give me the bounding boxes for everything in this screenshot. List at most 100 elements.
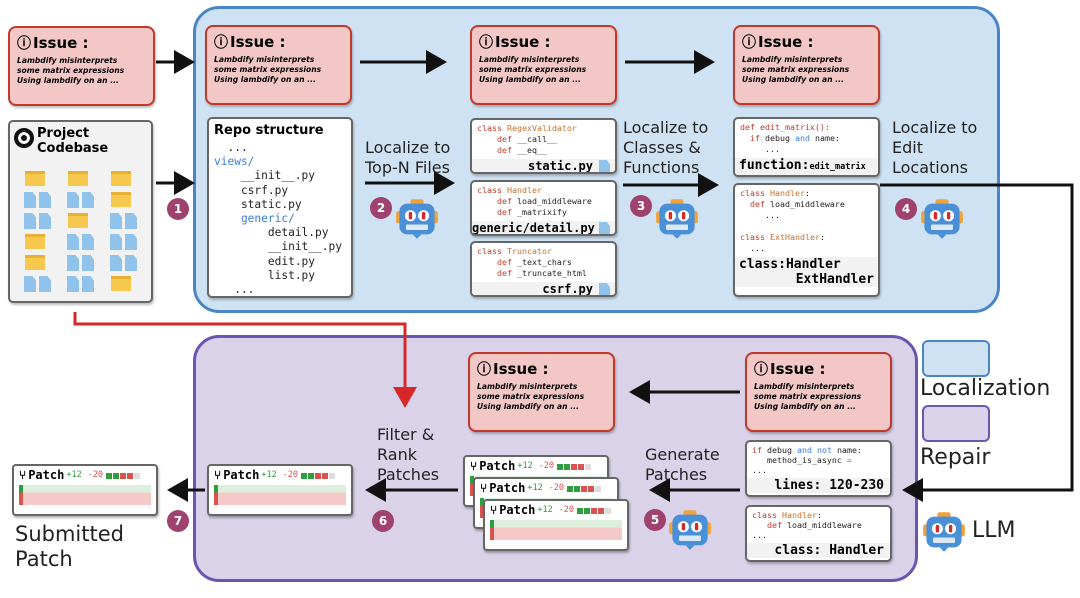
label-line: Locations	[892, 158, 969, 177]
code-line: def load_middleware	[740, 199, 873, 210]
code-token: method_is_async	[752, 455, 847, 465]
label-line: Localize to	[365, 138, 451, 157]
issue-title-text: Issue :	[493, 360, 549, 378]
issue-line: Using lambdify on an ...	[754, 402, 856, 411]
code-line: def _matrixify	[477, 207, 610, 218]
ranked-patch[interactable]: ⑂Patch+12-20	[207, 464, 353, 516]
label-line: Patches	[377, 465, 440, 484]
diff-block	[106, 473, 113, 479]
patch-header: ⑂Patch+12-20	[490, 503, 622, 517]
code-token: __call__	[516, 134, 557, 144]
diff-block	[585, 464, 592, 470]
code-snippet: if debug and not name: method_is_async =…	[747, 442, 890, 478]
llm-legend-robot-icon	[923, 512, 965, 552]
git-pull-request-icon: ⑂	[19, 468, 27, 482]
code-token: Handler	[769, 188, 805, 198]
file-icon	[24, 276, 36, 292]
code-token: =	[846, 455, 852, 465]
issue-title-text: Issue :	[33, 34, 89, 52]
code-snippet: def edit_matrix(): if debug and name: ..…	[735, 119, 878, 158]
file-icon	[110, 255, 122, 271]
step-badge-7: 7	[167, 510, 189, 532]
step-badge-5: 5	[644, 509, 666, 531]
git-pull-request-icon: ⑂	[470, 459, 478, 473]
diff-blocks	[556, 459, 592, 473]
issue-title-text: Issue :	[495, 33, 551, 51]
code-line: static.py	[214, 198, 346, 212]
code-token: name:	[836, 445, 862, 455]
code-line: __init__.py	[214, 240, 346, 254]
step-badge-3: 3	[630, 195, 652, 217]
patch-additions: +12	[537, 505, 553, 515]
diff-block	[134, 473, 141, 479]
file-icon	[82, 234, 94, 250]
diff-block	[127, 473, 134, 479]
patch-deletions: -20	[87, 470, 104, 480]
code-token: Truncator	[506, 246, 552, 256]
code-token: views/	[214, 155, 255, 169]
diff-block	[315, 473, 322, 479]
candidate-patch-3[interactable]: ⑂Patch+12-20	[483, 499, 629, 551]
code-token: :	[816, 510, 822, 520]
issue-line: some matrix expressions	[477, 392, 585, 401]
code-token: and	[794, 133, 815, 143]
code-token: _matrixify	[516, 207, 567, 217]
code-line: def __call__	[477, 134, 610, 145]
edit-location-card: if debug and not name: method_is_async =…	[745, 440, 892, 497]
file-card: class Handler def load_middleware def _m…	[470, 180, 617, 236]
folder-icon	[25, 255, 45, 270]
file-icon	[110, 234, 122, 250]
code-token: class	[740, 188, 770, 198]
code-token: generic/	[214, 212, 295, 226]
git-pull-request-icon: ⑂	[490, 503, 498, 517]
code-token: ExtHandler	[769, 232, 820, 242]
diff-block	[588, 486, 595, 492]
code-token: name:	[814, 133, 840, 143]
code-token: edit.py	[214, 254, 316, 268]
patch-diff-bar	[214, 485, 346, 505]
code-token: ...	[740, 144, 780, 154]
issue-line: Lambdify misinterprets	[754, 382, 855, 391]
code-token: ...	[214, 141, 248, 154]
file-card: class RegexValidator def __call__ def __…	[470, 118, 617, 174]
file-icon	[125, 234, 137, 250]
code-line: def __eq__	[477, 145, 610, 156]
diff-block	[584, 508, 591, 514]
code-token: def	[477, 207, 517, 217]
code-token: ...	[740, 210, 780, 220]
step-badge-2: 2	[370, 197, 392, 219]
diff-block	[329, 473, 336, 479]
diff-block	[571, 464, 578, 470]
code-token: load_middleware	[786, 520, 862, 530]
submitted-patch[interactable]: ⑂Patch+12-20	[12, 464, 158, 516]
code-token: if	[740, 133, 765, 143]
diff-blocks	[576, 503, 612, 517]
issue-icon: ⓘ	[742, 35, 756, 51]
legend-localization-swatch	[922, 340, 990, 377]
git-pull-request-icon: ⑂	[480, 481, 488, 495]
function-card: class Handler: def load_middleware ... c…	[733, 183, 880, 297]
folder-icon	[68, 213, 88, 228]
code-line: def edit_matrix():	[740, 122, 873, 133]
issue-line: some matrix expressions	[214, 65, 322, 74]
diff-block	[322, 473, 329, 479]
issue-line: Lambdify misinterprets	[214, 55, 315, 64]
file-icon	[39, 192, 51, 208]
file-icon	[67, 276, 79, 292]
legend-llm-label: LLM	[972, 518, 1016, 543]
diff-block	[564, 464, 571, 470]
code-token: def	[477, 145, 517, 155]
patch-additions: +12	[527, 483, 543, 493]
code-line: views/	[214, 155, 346, 169]
code-line: if debug and not name:	[752, 445, 885, 455]
label-line: Top-N Files	[365, 158, 450, 177]
patch-deletions: -20	[538, 461, 555, 471]
diff-block	[567, 486, 574, 492]
legend-repair-swatch	[922, 405, 990, 442]
code-token: def	[477, 196, 517, 206]
